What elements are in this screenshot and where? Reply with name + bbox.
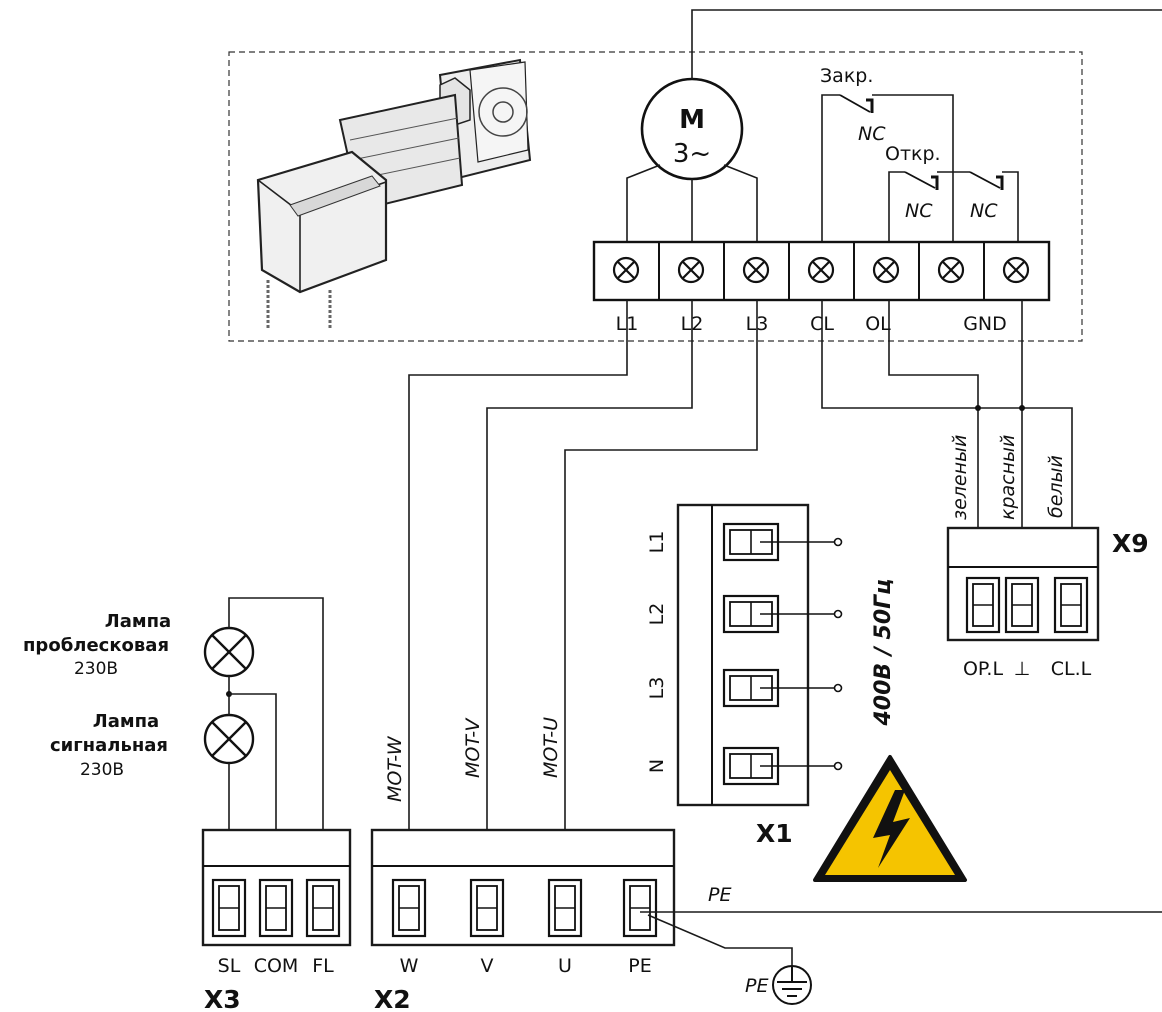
x3-terminals — [211, 878, 341, 938]
x2-terminals — [391, 878, 658, 938]
flash-lamp-rating: 230В — [74, 659, 118, 679]
wire-mot-w — [408, 300, 628, 880]
clamp-terminal-icon — [722, 594, 780, 634]
clamp-terminal-icon — [965, 576, 1001, 634]
terminal-label-gnd: GND — [963, 313, 1007, 335]
motor-phase-label: 3~ — [673, 139, 711, 169]
screw-terminal-icon — [677, 256, 705, 284]
supply-terminal-point — [833, 761, 843, 771]
x9-label-opl: OP.L — [963, 658, 1003, 680]
wire-motor-l3 — [723, 164, 758, 242]
wire-mot-u — [564, 300, 758, 880]
junction-dot — [975, 405, 981, 411]
signal-lamp-title-1: Лампа — [93, 711, 159, 732]
clamp-terminal-icon — [258, 878, 294, 938]
open-switch-nc-2: NC — [970, 200, 998, 222]
clamp-terminal-icon — [1004, 576, 1040, 634]
screw-terminal-icon — [742, 256, 770, 284]
signal-lamp-rating: 230В — [80, 760, 124, 780]
supply-terminal-point — [833, 683, 843, 693]
x2-label-pe: PE — [628, 955, 651, 977]
gate-operator-illustration — [256, 58, 532, 330]
cable-label-mot-v: MOT-V — [462, 717, 484, 778]
screw-terminal-icon — [807, 256, 835, 284]
wire-cl-to-x9 — [821, 300, 1073, 578]
wire-motor-top — [691, 9, 1162, 79]
x1-terminals — [722, 522, 843, 786]
high-voltage-warning-icon — [813, 755, 967, 882]
motor-terminal-block — [592, 240, 1051, 302]
signal-lamp-cross — [211, 721, 247, 757]
clamp-terminal-icon — [469, 878, 505, 938]
clamp-terminal-icon — [622, 878, 658, 938]
ground-icon — [772, 965, 812, 1005]
x1-supply-label: 400В / 50Гц — [871, 579, 896, 727]
clamp-terminal-icon — [305, 878, 341, 938]
signal-lamp-title-2: сигнальная — [50, 735, 168, 756]
x3-label-com: COM — [254, 955, 299, 977]
clamp-terminal-icon — [211, 878, 247, 938]
cable-label-mot-w: MOT-W — [384, 735, 406, 802]
clamp-terminal-icon — [722, 668, 780, 708]
x3-label-sl: SL — [218, 955, 241, 977]
x9-label-cll: CL.L — [1051, 658, 1092, 680]
close-switch-nc: NC — [858, 123, 886, 145]
cable-label-mot-u: MOT-U — [540, 717, 562, 778]
flash-lamp-title-2: проблесковая — [23, 635, 169, 656]
wire-com — [229, 693, 277, 880]
flash-lamp-title-1: Лампа — [105, 611, 171, 632]
junction-dot — [1019, 405, 1025, 411]
close-switch-label: Закр. — [820, 65, 873, 87]
clamp-terminal-icon — [722, 746, 780, 786]
pe-ground-label: PE — [745, 975, 768, 997]
wire-color-green: зеленый — [949, 435, 971, 520]
wire-ol-to-x9 — [888, 300, 979, 578]
supply-terminal-point — [833, 537, 843, 547]
screw-terminal-icon — [937, 256, 965, 284]
terminal-label-ol: OL — [865, 313, 891, 335]
x1-name: X1 — [756, 819, 793, 848]
x2-label-v: V — [481, 955, 494, 977]
x2-label-w: W — [400, 955, 419, 977]
motor-label: M — [679, 105, 705, 135]
wire-color-red: красный — [997, 435, 1019, 520]
x9-terminals — [965, 576, 1089, 634]
x1-label-l1: L1 — [646, 531, 668, 554]
wire-motor-l1 — [626, 164, 661, 242]
screw-terminal-icon — [1002, 256, 1030, 284]
wire-color-white: белый — [1045, 455, 1067, 518]
limit-switch-open-2 — [952, 171, 1019, 242]
open-switch-label: Откр. — [885, 143, 941, 165]
wire-fl — [228, 597, 324, 880]
clamp-terminal-icon — [391, 878, 427, 938]
screw-terminal-icon — [872, 256, 900, 284]
wire-pe-ground — [647, 914, 793, 966]
clamp-terminal-icon — [547, 878, 583, 938]
supply-terminal-point — [833, 609, 843, 619]
x3-label-fl: FL — [312, 955, 334, 977]
open-switch-nc-1: NC — [905, 200, 933, 222]
clamp-terminal-icon — [1053, 576, 1089, 634]
wire-mot-v — [486, 300, 693, 880]
flash-lamp-cross — [211, 634, 247, 670]
pe-wire-label: PE — [708, 884, 731, 906]
x2-label-u: U — [558, 955, 572, 977]
x9-label-gnd: ⊥ — [1014, 658, 1031, 680]
screw-terminal-icon — [612, 256, 640, 284]
x3-name: X3 — [204, 985, 241, 1012]
x1-label-l3: L3 — [646, 677, 668, 700]
x9-name: X9 — [1112, 529, 1149, 558]
limit-switch-close — [821, 94, 954, 242]
x1-label-n: N — [646, 759, 668, 773]
x2-name: X2 — [374, 985, 411, 1012]
x1-label-l2: L2 — [646, 603, 668, 626]
